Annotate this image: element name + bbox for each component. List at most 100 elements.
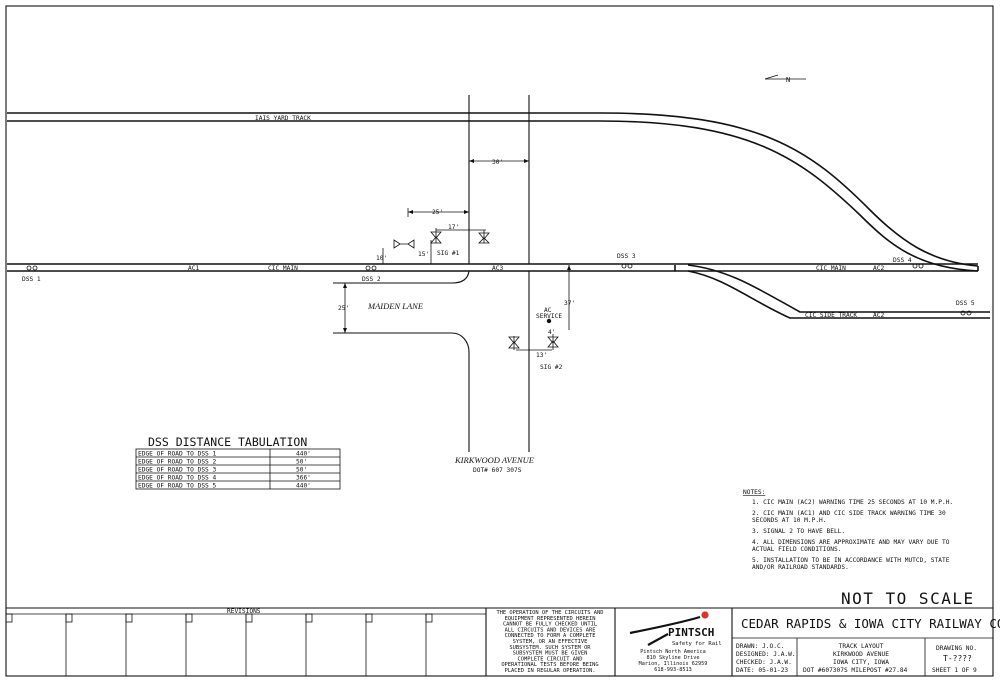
note-line: SECONDS AT 10 M.P.H. — [752, 517, 827, 524]
dss-1-label: DSS 1 — [22, 276, 41, 283]
revision-cell — [305, 613, 313, 623]
ac-service-label-2: SERVICE — [536, 313, 562, 320]
disclaimer-line: COMPLETE CIRCUIT AND — [518, 656, 583, 662]
side-track-label: CIC SIDE TRACK — [805, 312, 857, 319]
company-line: Pintsch North America — [640, 649, 706, 655]
signal-2-icon — [508, 334, 559, 350]
sheet-border — [5, 5, 994, 677]
ac-service-icon — [546, 318, 552, 324]
drawing-no-label: DRAWING NO. — [936, 645, 977, 652]
disclaimer-line: ALL CIRCUITS AND DEVICES ARE — [505, 627, 596, 633]
tabulation-row-label: EDGE OF ROAD TO DSS 1 — [138, 451, 217, 458]
drawing-no: T-???? — [943, 654, 972, 663]
dss-4-icon — [912, 263, 924, 269]
disclaimer-line: OPERATIONAL TESTS BEFORE BEING — [501, 662, 598, 668]
disclaimer-line: THE OPERATION OF THE CIRCUITS AND — [496, 610, 603, 616]
disclaimer-line: CONNECTED TO FORM A COMPLETE — [505, 633, 596, 639]
revision-cell — [185, 613, 193, 623]
designed-by: DESIGNED: J.A.W. — [736, 651, 796, 658]
signal-1-label: SIG #1 — [437, 250, 460, 257]
notes-heading: NOTES: — [743, 489, 765, 496]
tabulation-row-value: 50' — [296, 459, 307, 466]
side-track — [674, 264, 990, 319]
maiden-lane-label: MAIDEN LANE — [367, 301, 424, 311]
dimension-30 — [469, 159, 529, 163]
dot-number-label: DOT# 607 307S — [473, 467, 522, 474]
ac2-side-label: AC2 — [873, 312, 884, 319]
revision-cell — [245, 613, 253, 623]
pintsch-tagline: Safety for Rail — [672, 641, 722, 647]
revision-cell — [425, 613, 433, 623]
cic-main-track — [7, 263, 978, 272]
dss-3-icon — [621, 263, 633, 269]
dimension-15-label: 15' — [418, 251, 429, 258]
pintsch-logo: PINTSCH Safety for Rail — [629, 611, 722, 647]
yard-track-label: IAIS YARD TRACK — [255, 115, 311, 122]
company-line: 618-993-8513 — [654, 667, 691, 673]
drawing-title-line: KIRKWOOD AVENUE — [833, 651, 889, 658]
dimension-4-label: 4' — [548, 329, 555, 336]
tabulation-row-label: EDGE OF ROAD TO DSS 4 — [138, 475, 217, 482]
note-line: 2. CIC MAIN (AC1) AND CIC SIDE TRACK WAR… — [752, 510, 946, 517]
not-to-scale-label: NOT TO SCALE — [841, 589, 975, 608]
disclaimer-line: PLACED IN REGULAR OPERATION. — [505, 668, 596, 674]
tabulation-row-label: EDGE OF ROAD TO DSS 5 — [138, 483, 217, 490]
tabulation-row-label: EDGE OF ROAD TO DSS 2 — [138, 459, 217, 466]
note-line: ACTUAL FIELD CONDITIONS. — [752, 546, 841, 553]
dimension-25-label: 25' — [432, 209, 443, 216]
tabulation-row-label: EDGE OF ROAD TO DSS 3 — [138, 467, 217, 474]
title-block — [6, 607, 993, 676]
note-line: 1. CIC MAIN (AC2) WARNING TIME 25 SECOND… — [752, 499, 953, 506]
disclaimer-line: SUBSYSTEM MUST BE GIVEN — [513, 651, 588, 657]
note-line: AND/OR RAILROAD STANDARDS. — [752, 564, 849, 571]
ac3-label: AC3 — [492, 265, 503, 272]
dss-3-label: DSS 3 — [617, 253, 636, 260]
cic-main-label-1: CIC MAIN — [268, 265, 298, 272]
yard-track — [7, 112, 979, 272]
revision-cell — [65, 613, 73, 623]
disclaimer-line: SUBSYSTEM. SUCH SYSTEM OR — [509, 645, 591, 651]
note-line: 3. SIGNAL 2 TO HAVE BELL. — [752, 528, 845, 535]
tabulation-row-value: 50' — [296, 467, 307, 474]
dss-5-icon — [960, 310, 972, 316]
disclaimer-line: CANNOT BE FULLY CHECKED UNTIL — [503, 622, 597, 628]
tabulation-row-value: 366' — [296, 475, 311, 482]
tabulation-row-value: 440' — [296, 483, 311, 490]
dimension-30-label: 30' — [492, 159, 503, 166]
sheet-number: SHEET 1 OF 9 — [932, 667, 977, 674]
signal-1-icon — [430, 228, 490, 244]
dimension-25 — [407, 208, 470, 217]
dimension-13-label: 13' — [536, 352, 547, 359]
dimension-10-label: 10' — [376, 255, 387, 262]
note-line: 4. ALL DIMENSIONS ARE APPROXIMATE AND MA… — [752, 539, 950, 546]
dimension-37 — [567, 265, 571, 330]
dss-2-icon — [365, 265, 377, 271]
disclaimer-text: THE OPERATION OF THE CIRCUITS ANDEQUIPME… — [496, 610, 603, 674]
company-line: Marion, Illinois 62959 — [639, 661, 708, 667]
drawing-date: DATE: 05-01-23 — [736, 667, 788, 674]
pintsch-logo-text: PINTSCH — [668, 626, 714, 639]
dss-4-label: DSS 4 — [893, 257, 912, 264]
revision-cell — [125, 613, 133, 623]
revisions-grid — [5, 613, 433, 676]
dimension-maiden-width-label: 25' — [338, 305, 349, 312]
checked-by: CHECKED: J.A.W. — [736, 659, 792, 666]
drawing-title-line: IOWA CITY, IOWA — [833, 659, 889, 666]
dimension-maiden-width — [343, 283, 347, 333]
dss-2-label: DSS 2 — [362, 276, 381, 283]
revision-cell — [365, 613, 373, 623]
note-line: 5. INSTALLATION TO BE IN ACCORDANCE WITH… — [752, 557, 950, 564]
revision-cell — [5, 613, 13, 623]
dot-milepost: DOT #607307S MILEPOST #27.84 — [803, 667, 908, 674]
signal-2-label: SIG #2 — [540, 364, 563, 371]
ac-service-label-1: AC — [544, 307, 552, 314]
dimension-17-label: 17' — [448, 224, 459, 231]
dss-5-label: DSS 5 — [956, 300, 975, 307]
tabulation-row-value: 440' — [296, 451, 311, 458]
company-line: 810 Skyline Drive — [646, 655, 699, 661]
ac2-main-label: AC2 — [873, 265, 884, 272]
